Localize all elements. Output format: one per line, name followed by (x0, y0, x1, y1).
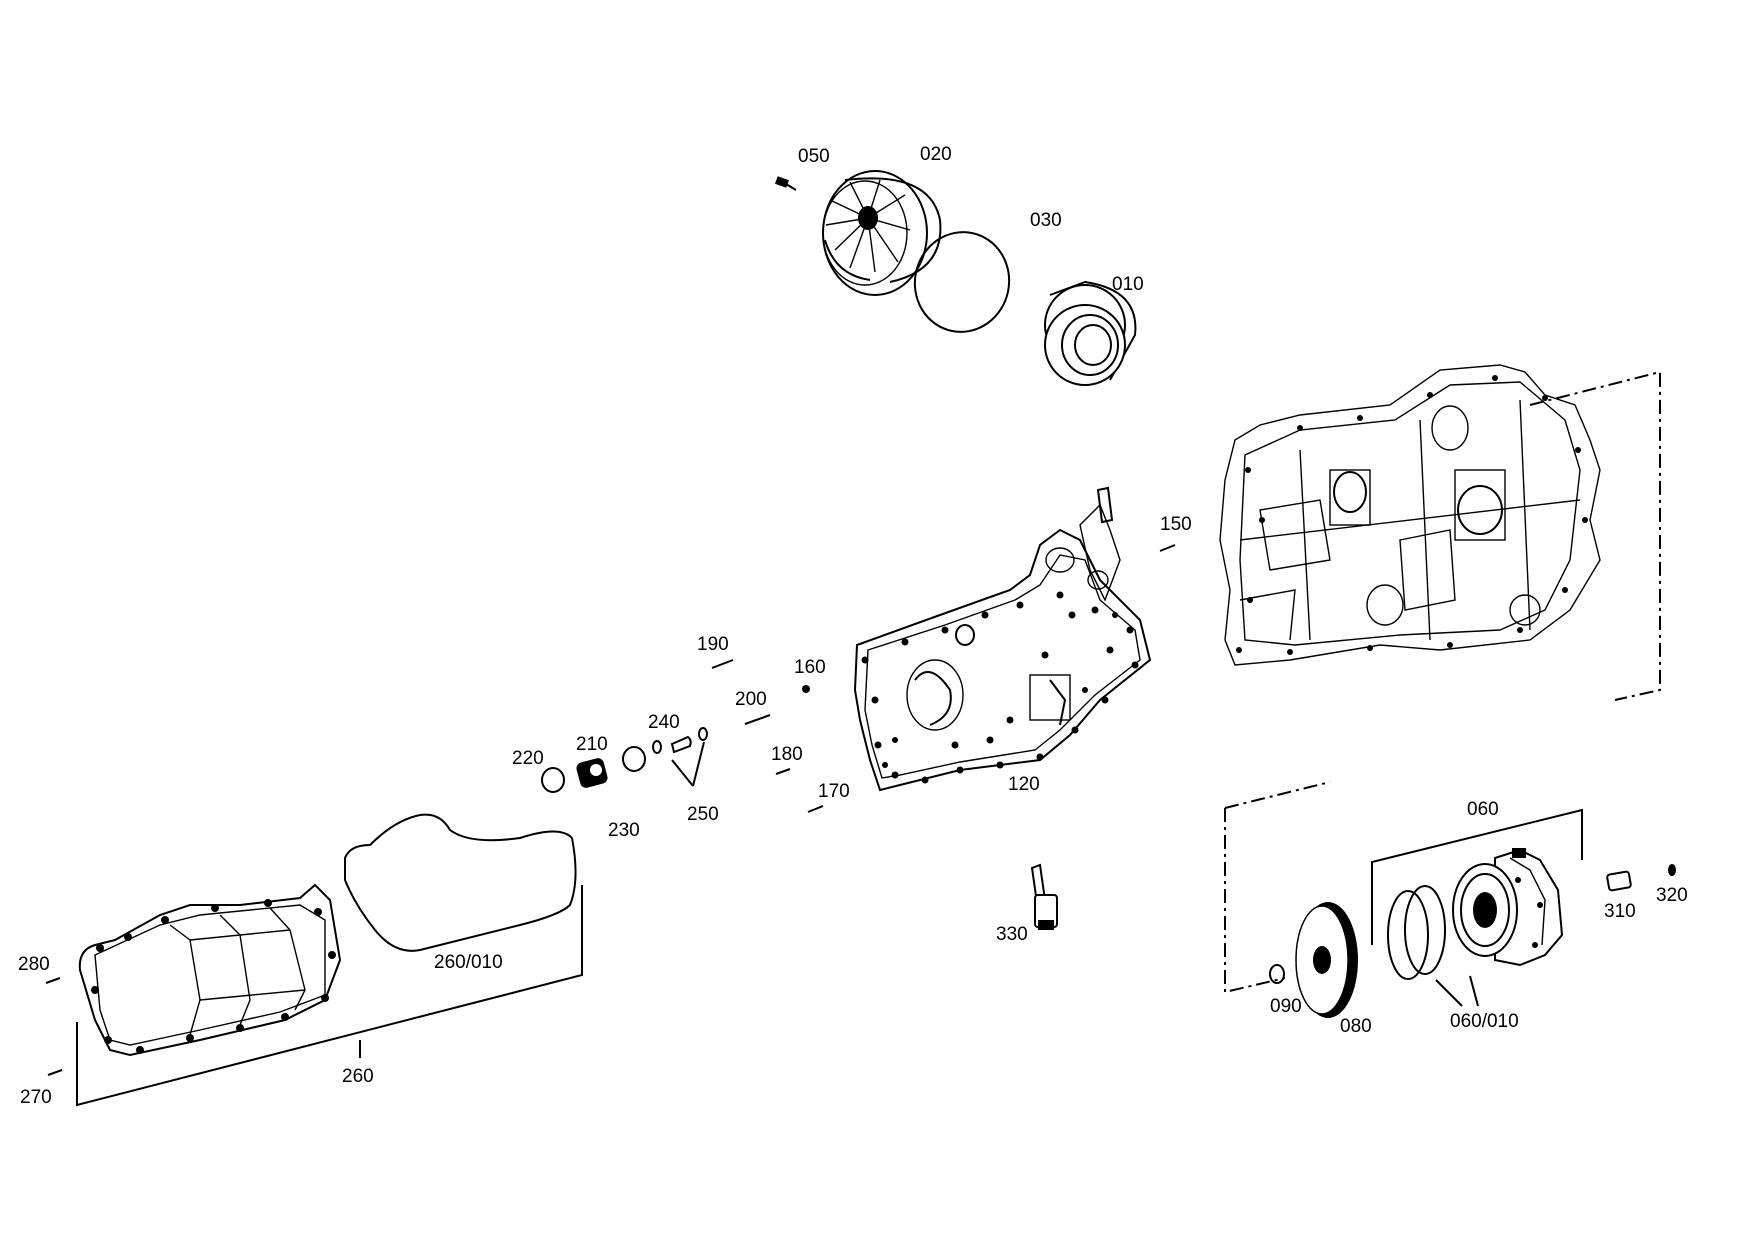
label-170: 170 (818, 781, 850, 802)
label-090: 090 (1270, 996, 1302, 1017)
sleeve-310-drawing (1606, 870, 1632, 892)
group-060-top-line (1224, 781, 1331, 809)
ring-060-010-a-drawing (1387, 890, 1429, 980)
bearing-010-drawing (1044, 280, 1137, 386)
stud-150-drawing (1159, 544, 1176, 552)
label-020: 020 (920, 144, 952, 165)
plug-210-drawing (576, 758, 608, 788)
bracket-060-line (1371, 808, 1583, 945)
valve-body-120-drawing (853, 486, 1152, 792)
label-060-010: 060/010 (1450, 1011, 1519, 1032)
label-030: 030 (1030, 210, 1062, 231)
small-parts-240-250-drawing (652, 727, 708, 787)
oil-pan-260-drawing (78, 883, 342, 1057)
label-150: 150 (1160, 514, 1192, 535)
label-050: 050 (798, 146, 830, 167)
gasket-260-010-drawing (344, 813, 577, 952)
label-240: 240 (648, 712, 680, 733)
label-180: 180 (771, 744, 803, 765)
ring-090-drawing (1269, 964, 1285, 984)
label-120: 120 (1008, 774, 1040, 795)
pump-060-drawing (1452, 848, 1564, 967)
bolt-050-drawing (774, 176, 797, 191)
pin-320-drawing (1668, 864, 1676, 876)
screws-280-270-drawing (45, 977, 63, 1076)
bracket-260-line (76, 885, 583, 1107)
label-310: 310 (1604, 901, 1636, 922)
ring-060-010-b-drawing (1404, 885, 1446, 975)
label-230: 230 (608, 820, 640, 841)
label-200: 200 (735, 689, 767, 710)
leader-060-010-a (1435, 979, 1463, 1007)
label-320: 320 (1656, 885, 1688, 906)
label-160: 160 (794, 657, 826, 678)
cover-020-drawing (822, 170, 942, 296)
housing-drawing (1219, 364, 1601, 666)
part-labels: 050 020 030 010 150 190 160 200 240 220 … (18, 144, 1688, 1108)
label-250: 250 (687, 804, 719, 825)
label-270: 270 (20, 1087, 52, 1108)
ring-230-drawing (622, 746, 646, 772)
label-260-010: 260/010 (434, 952, 503, 973)
ring-220-drawing (541, 767, 565, 793)
label-280: 280 (18, 954, 50, 975)
small-fasteners-drawing (711, 659, 824, 813)
label-210: 210 (576, 734, 608, 755)
label-190: 190 (697, 634, 729, 655)
oring-030-drawing (913, 231, 1011, 333)
housing-boundary-line (1529, 370, 1661, 701)
group-060-boundary-line (1224, 808, 1286, 994)
label-010: 010 (1112, 274, 1144, 295)
label-260: 260 (342, 1066, 374, 1087)
label-220: 220 (512, 748, 544, 769)
leader-060-010-b (1469, 975, 1479, 1007)
label-060: 060 (1467, 799, 1499, 820)
label-330: 330 (996, 924, 1028, 945)
label-080: 080 (1340, 1016, 1372, 1037)
sensor-330-drawing (1030, 863, 1058, 930)
disc-080-drawing (1295, 902, 1358, 1018)
